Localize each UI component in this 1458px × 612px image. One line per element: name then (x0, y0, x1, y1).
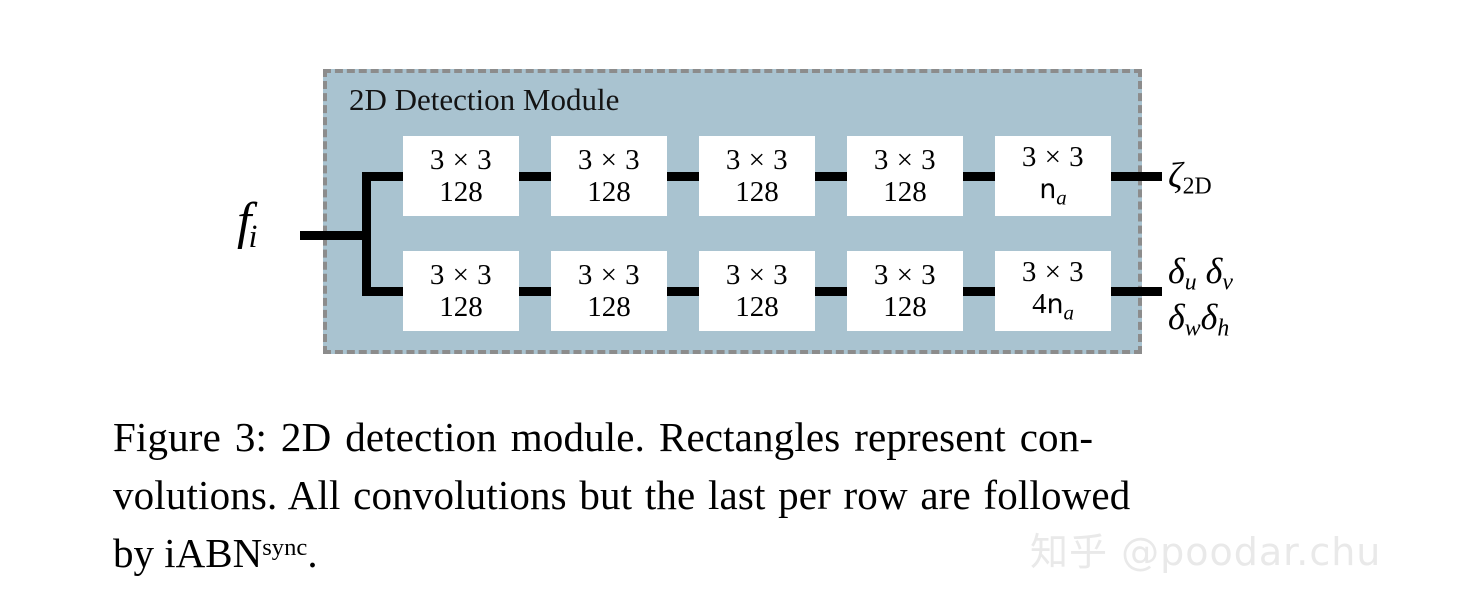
caption-line-3-text: by iABN (113, 530, 263, 577)
caption-superscript-sync: sync (262, 534, 308, 562)
conv-box-bottom-3[interactable]: 3 × 3 128 (699, 251, 815, 331)
output-symbol-delta-w: δ (1168, 297, 1185, 337)
conv-box-bottom-2[interactable]: 3 × 3 128 (551, 251, 667, 331)
conv-channels-subscript: a (1063, 300, 1074, 325)
top-row-wire-4 (959, 172, 999, 181)
conv-box-bottom-1[interactable]: 3 × 3 128 (403, 251, 519, 331)
output-subscript-h: h (1217, 315, 1230, 342)
bottom-row-wire-2 (663, 287, 703, 296)
output-label-spacer (1197, 251, 1206, 291)
conv-channels-label: 128 (883, 175, 927, 208)
input-feature-symbol: f (237, 193, 252, 250)
input-feature-label: fi (237, 193, 258, 255)
conv-channels-symbol: n (1039, 174, 1057, 206)
caption-line-3-period: . (307, 530, 318, 577)
conv-box-top-2[interactable]: 3 × 3 128 (551, 136, 667, 216)
conv-box-bottom-4[interactable]: 3 × 3 128 (847, 251, 963, 331)
fork-bottom-wire (362, 287, 410, 296)
figure-caption: Figure 3: 2D detection module. Rectangle… (113, 408, 1398, 583)
conv-kernel-label: 3 × 3 (725, 143, 789, 176)
conv-channels-label: 128 (439, 290, 483, 323)
conv-channels-label: 128 (735, 175, 779, 208)
conv-kernel-label: 3 × 3 (725, 258, 789, 291)
output-label-regression-line1: δu δv (1168, 252, 1233, 296)
output-subscript-u: u (1184, 269, 1197, 296)
input-wire (300, 231, 368, 240)
conv-channels-prefix: 4 (1032, 288, 1047, 321)
caption-line-2: volutions. All convolutions but the last… (113, 472, 1131, 519)
conv-kernel-label: 3 × 3 (429, 258, 493, 291)
conv-kernel-label: 3 × 3 (1021, 141, 1085, 174)
conv-box-top-3[interactable]: 3 × 3 128 (699, 136, 815, 216)
conv-kernel-label: 3 × 3 (873, 143, 937, 176)
bottom-row-wire-4 (959, 287, 999, 296)
input-feature-subscript: i (248, 218, 258, 255)
output-subscript-v: v (1222, 269, 1233, 296)
bottom-row-wire-1 (515, 287, 555, 296)
conv-channels-label: 128 (587, 175, 631, 208)
conv-channels-label: 128 (587, 290, 631, 323)
conv-channels-label: 128 (439, 175, 483, 208)
bottom-row-output-wire (1107, 287, 1162, 296)
figure-diagram: fi 2D Detection Module 3 × 3 128 3 × 3 1… (237, 69, 1233, 354)
conv-channels-label: 128 (735, 290, 779, 323)
top-row-output-wire (1107, 172, 1162, 181)
conv-channels-label: na (1039, 174, 1067, 210)
output-symbol-delta-h: δ (1200, 297, 1218, 337)
output-subscript-w: w (1184, 315, 1201, 342)
conv-box-top-5[interactable]: 3 × 3 na (995, 136, 1111, 216)
conv-box-bottom-5[interactable]: 3 × 3 4na (995, 251, 1111, 331)
output-symbol-delta-u: δ (1168, 251, 1185, 291)
conv-kernel-label: 3 × 3 (873, 258, 937, 291)
output-label-regression-line2: δwδh (1168, 298, 1229, 342)
fork-top-wire (362, 172, 410, 181)
conv-channels-subscript: a (1056, 185, 1067, 210)
fork-vertical-wire (362, 172, 371, 296)
output-symbol-delta-v: δ (1205, 251, 1223, 291)
output-subscript-2d: 2D (1182, 173, 1212, 200)
module-title: 2D Detection Module (349, 82, 620, 117)
top-row-wire-3 (811, 172, 851, 181)
top-row-wire-1 (515, 172, 555, 181)
conv-box-top-4[interactable]: 3 × 3 128 (847, 136, 963, 216)
conv-channels-label: 128 (883, 290, 927, 323)
conv-channels-label: 4na (1032, 290, 1074, 323)
output-label-classification: ζ2D (1168, 156, 1212, 200)
caption-line-3: by iABNsync. (113, 524, 1398, 582)
conv-kernel-label: 3 × 3 (577, 258, 641, 291)
conv-kernel-label: 3 × 3 (429, 143, 493, 176)
caption-line-1: Figure 3: 2D detection module. Rectangle… (113, 414, 1094, 460)
bottom-row-wire-3 (811, 287, 851, 296)
conv-kernel-label: 3 × 3 (577, 143, 641, 176)
top-row-wire-2 (663, 172, 703, 181)
conv-box-top-1[interactable]: 3 × 3 128 (403, 136, 519, 216)
output-symbol-zeta: ζ (1168, 155, 1183, 195)
conv-kernel-label: 3 × 3 (1021, 256, 1085, 289)
conv-channels-symbol: n (1046, 289, 1064, 321)
